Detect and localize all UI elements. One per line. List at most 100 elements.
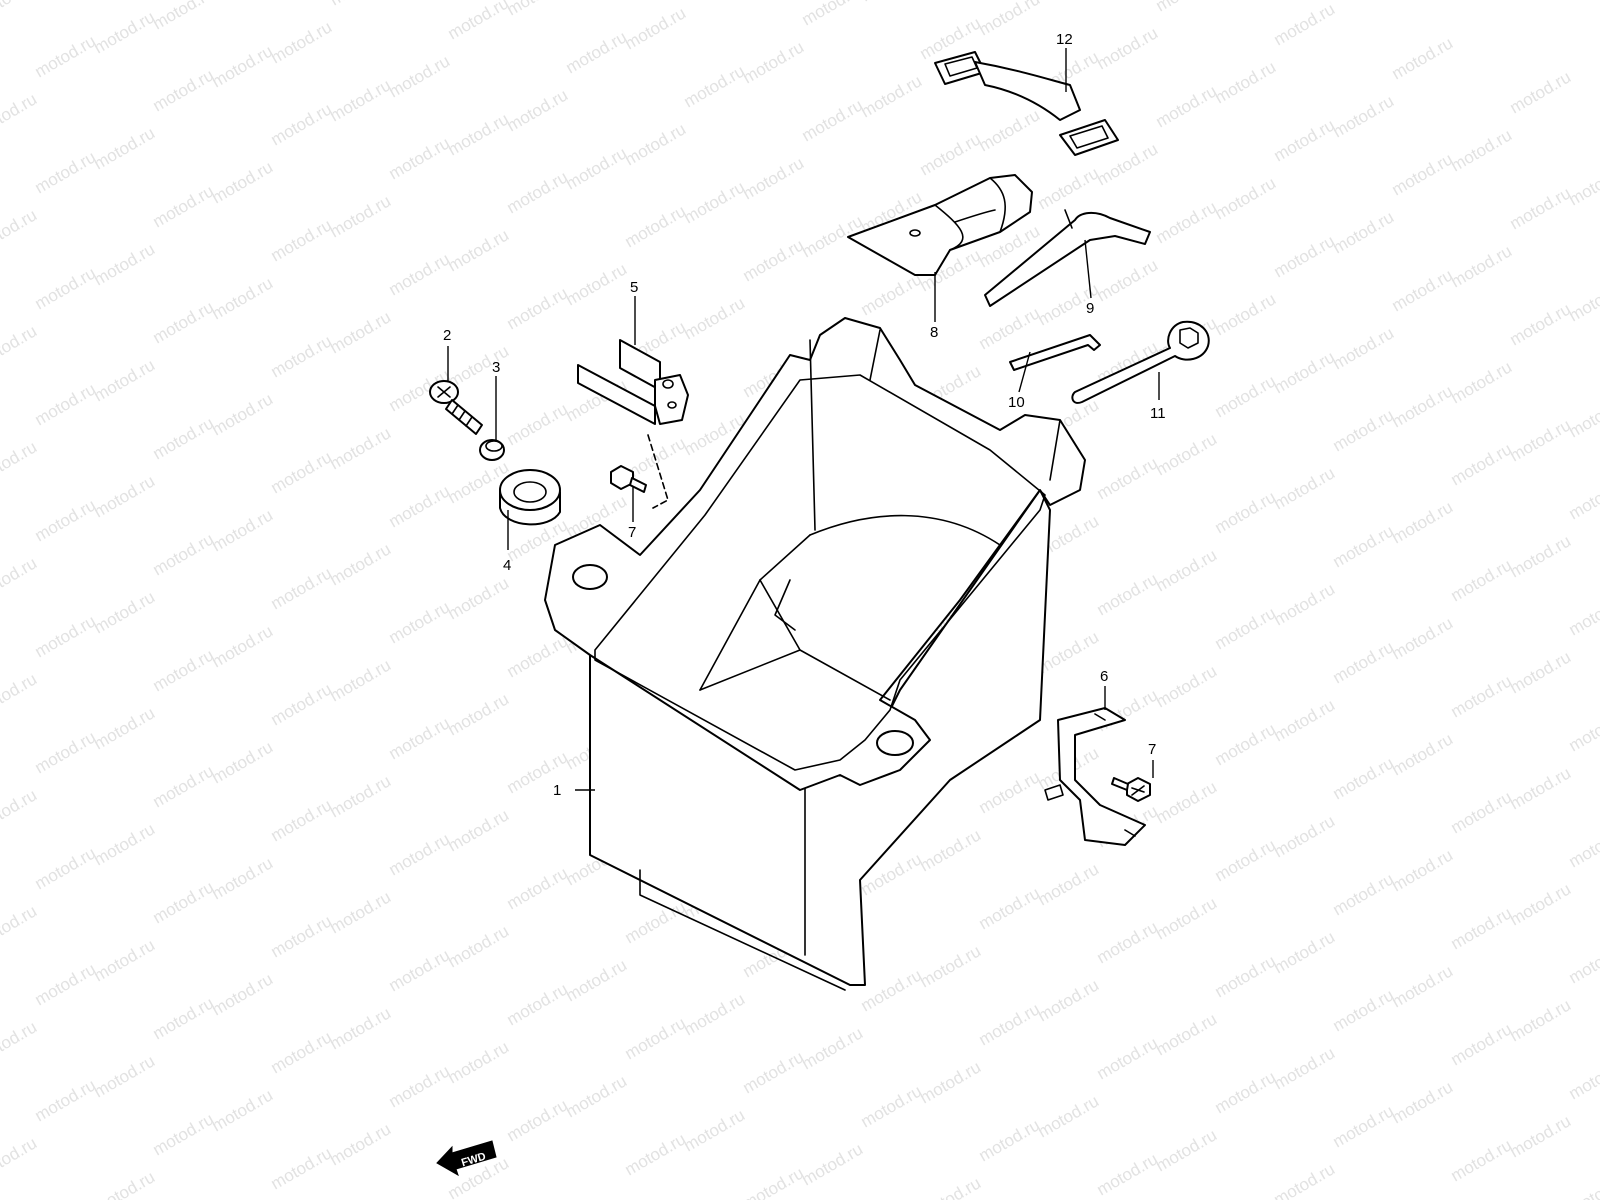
watermark-text: motod.ru [1212,289,1280,339]
watermark-text: motod.ru [327,0,395,9]
part-4-grommet [499,469,561,526]
watermark-text: motod.ru [0,1133,40,1183]
watermark-text: motod.ru [1330,637,1398,687]
watermark-text: motod.ru [1566,821,1600,871]
watermark-text: motod.ru [268,1143,336,1193]
watermark-text: motod.ru [1566,473,1600,523]
watermark-text: motod.ru [1271,927,1339,977]
watermark-text: motod.ru [1212,719,1280,769]
watermark-text: motod.ru [1035,975,1103,1025]
watermark-text: motod.ru [32,379,100,429]
watermark-text: motod.ru [1507,1111,1575,1161]
watermark-text: motod.ru [858,71,926,121]
watermark-text: motod.ru [1389,961,1457,1011]
watermark-text: motod.ru [91,703,159,753]
callout-7-upper: 7 [628,524,636,541]
watermark-text: motod.ru [917,129,985,179]
watermark-text: motod.ru [1566,391,1600,441]
watermark-text: motod.ru [1330,323,1398,373]
watermark-text: motod.ru [1271,231,1339,281]
watermark-text: motod.ru [858,1081,926,1131]
watermark-text: motod.ru [858,269,926,319]
watermark-text: motod.ru [1448,125,1516,175]
watermark-text: motod.ru [0,89,40,139]
watermark-text: motod.ru [445,921,513,971]
watermark-text: motod.ru [740,153,808,203]
part-2-screw [429,380,483,435]
watermark-text: motod.ru [1035,163,1103,213]
watermark-text: motod.ru [1094,23,1162,73]
watermark-text: motod.ru [268,563,336,613]
watermark-text: motod.ru [1271,811,1339,861]
part-3-cushion [479,439,505,461]
callout-11: 11 [1150,405,1166,422]
watermark-text: motod.ru [1271,115,1339,165]
watermark-text: motod.ru [150,877,218,927]
watermark-text: motod.ru [91,587,159,637]
watermark-text: motod.ru [1212,603,1280,653]
watermark-text: motod.ru [150,0,218,33]
watermark-text: motod.ru [740,37,808,87]
watermark-text: motod.ru [1153,1009,1221,1059]
watermark-text: motod.ru [150,761,218,811]
watermark-text: motod.ru [1094,1149,1162,1199]
watermark-text: motod.ru [1389,845,1457,895]
watermark-text: motod.ru [1389,613,1457,663]
watermark-text: motod.ru [1153,81,1221,131]
watermark-text: motod.ru [1035,859,1103,909]
watermark-text: motod.ru [1389,33,1457,83]
watermark-text: motod.ru [1330,207,1398,257]
watermark-text: motod.ru [1448,357,1516,407]
watermark-text: motod.ru [445,573,513,623]
watermark-text: motod.ru [150,297,218,347]
watermark-text: motod.ru [386,133,454,183]
watermark-text: motod.ru [622,3,690,53]
watermark-text: motod.ru [1330,405,1398,455]
watermark-text: motod.ru [1271,1043,1339,1093]
watermark-text: motod.ru [1094,917,1162,967]
watermark-text: motod.ru [1448,1019,1516,1069]
watermark-text: motod.ru [91,819,159,869]
watermark-text: motod.ru [622,1013,690,1063]
watermark-text: motod.ru [1389,149,1457,199]
part-11-ring-wrench [1071,320,1210,404]
watermark-text: motod.ru [445,1037,513,1087]
watermark-text: motod.ru [268,1027,336,1077]
watermark-text: motod.ru [91,239,159,289]
part-7-bolt-upper [610,465,647,493]
watermark-text: motod.ru [1566,705,1600,755]
watermark-text: motod.ru [1389,1077,1457,1127]
watermark-text: motod.ru [0,0,40,23]
watermark-text: motod.ru [504,399,572,449]
watermark-text: motod.ru [976,883,1044,933]
watermark-text: motod.ru [386,945,454,995]
callout-labels: 1 2 3 4 5 6 7 7 8 9 10 11 12 [443,31,1166,799]
watermark-text: motod.ru [268,215,336,265]
callout-6: 6 [1100,668,1108,685]
callout-12: 12 [1056,31,1073,48]
watermark-text: motod.ru [386,1061,454,1111]
watermark-text: motod.ru [268,679,336,729]
watermark-text: motod.ru [1094,453,1162,503]
watermark-text: motod.ru [1566,589,1600,639]
part-6-bracket [1044,707,1146,846]
watermark-text: motod.ru [445,0,513,43]
watermark-text: motod.ru [563,1071,631,1121]
watermark-text: motod.ru [91,7,159,57]
watermark-text: motod.ru [1507,763,1575,813]
watermark-text: motod.ru [1507,415,1575,465]
watermark-text: motod.ru [917,825,985,875]
watermark-text: motod.ru [32,727,100,777]
watermark-text: motod.ru [386,249,454,299]
watermark-text: motod.ru [268,795,336,845]
watermark-text: motod.ru [327,423,395,473]
watermark-text: motod.ru [209,1085,277,1135]
watermark-text: motod.ru [1507,531,1575,581]
watermark-text: motod.ru [1330,91,1398,141]
watermark-text: motod.ru [32,843,100,893]
watermark-text: motod.ru [91,355,159,405]
watermark-text: motod.ru [32,263,100,313]
watermark-text: motod.ru [1330,753,1398,803]
watermark-text: motod.ru [1153,545,1221,595]
watermark-text: motod.ru [858,965,926,1015]
